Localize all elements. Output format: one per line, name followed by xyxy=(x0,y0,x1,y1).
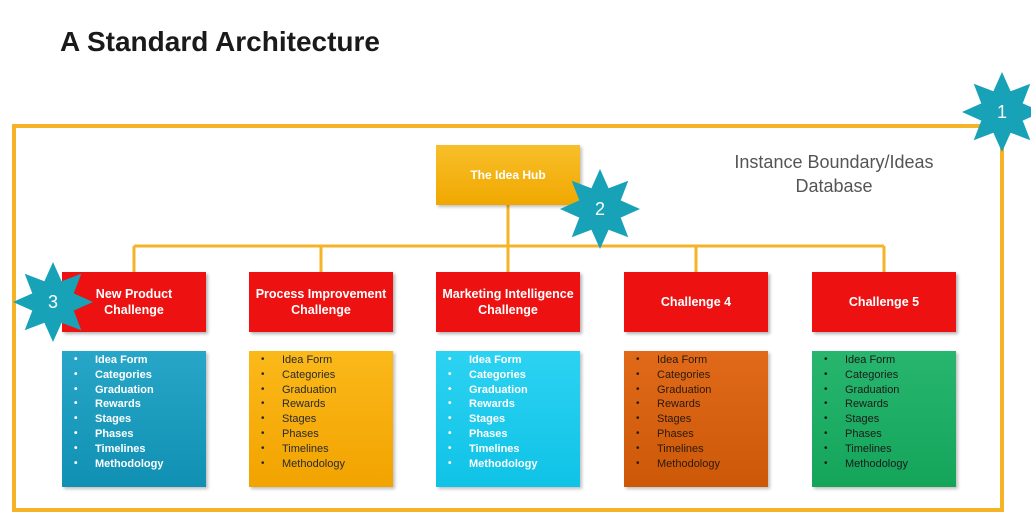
feature-item: Stages xyxy=(261,412,393,427)
feature-item: Methodology xyxy=(448,457,580,472)
badge-1: 1 xyxy=(962,72,1031,152)
boundary-label: Instance Boundary/Ideas Database xyxy=(734,152,934,196)
feature-item: Graduation xyxy=(74,383,206,398)
badge-3: 3 xyxy=(13,262,93,342)
feature-item: Idea Form xyxy=(74,353,206,368)
feature-item: Categories xyxy=(824,368,956,383)
challenge-box-new-product[interactable]: New Product Challenge xyxy=(62,272,206,332)
feature-list-process-improvement: Idea Form Categories Graduation Rewards … xyxy=(249,351,393,487)
feature-list-new-product: Idea Form Categories Graduation Rewards … xyxy=(62,351,206,487)
feature-item: Categories xyxy=(448,368,580,383)
feature-item: Graduation xyxy=(636,383,768,398)
feature-item: Rewards xyxy=(824,397,956,412)
feature-item: Stages xyxy=(824,412,956,427)
feature-item: Methodology xyxy=(74,457,206,472)
feature-item: Phases xyxy=(824,427,956,442)
feature-item: Stages xyxy=(74,412,206,427)
feature-item: Categories xyxy=(261,368,393,383)
challenge-box-marketing-intelligence[interactable]: Marketing Intelligence Challenge xyxy=(436,272,580,332)
feature-item: Phases xyxy=(448,427,580,442)
feature-item: Rewards xyxy=(74,397,206,412)
badge-number: 2 xyxy=(594,198,605,219)
instance-boundary xyxy=(12,124,1004,512)
feature-item: Timelines xyxy=(261,442,393,457)
feature-item: Graduation xyxy=(261,383,393,398)
feature-item: Idea Form xyxy=(448,353,580,368)
star-badge-icon xyxy=(13,262,93,342)
feature-item: Categories xyxy=(74,368,206,383)
feature-item: Graduation xyxy=(824,383,956,398)
challenge-box-4[interactable]: Challenge 4 xyxy=(624,272,768,332)
feature-item: Stages xyxy=(636,412,768,427)
feature-item: Phases xyxy=(261,427,393,442)
feature-item: Idea Form xyxy=(824,353,956,368)
badge-number: 3 xyxy=(47,291,58,312)
feature-item: Phases xyxy=(636,427,768,442)
idea-hub-box[interactable]: The Idea Hub xyxy=(436,145,580,205)
feature-item: Stages xyxy=(448,412,580,427)
feature-item: Rewards xyxy=(261,397,393,412)
feature-item: Rewards xyxy=(448,397,580,412)
feature-item: Idea Form xyxy=(636,353,768,368)
feature-item: Categories xyxy=(636,368,768,383)
feature-item: Timelines xyxy=(448,442,580,457)
challenge-box-5[interactable]: Challenge 5 xyxy=(812,272,956,332)
feature-item: Rewards xyxy=(636,397,768,412)
feature-list-challenge-4: Idea Form Categories Graduation Rewards … xyxy=(624,351,768,487)
feature-item: Timelines xyxy=(824,442,956,457)
feature-item: Timelines xyxy=(636,442,768,457)
star-badge-icon xyxy=(560,169,640,249)
feature-item: Methodology xyxy=(261,457,393,472)
feature-item: Methodology xyxy=(636,457,768,472)
star-badge-icon xyxy=(962,72,1031,152)
challenge-box-process-improvement[interactable]: Process Improvement Challenge xyxy=(249,272,393,332)
feature-item: Timelines xyxy=(74,442,206,457)
feature-item: Phases xyxy=(74,427,206,442)
page-title: A Standard Architecture xyxy=(60,26,380,57)
feature-item: Graduation xyxy=(448,383,580,398)
feature-item: Methodology xyxy=(824,457,956,472)
feature-list-challenge-5: Idea Form Categories Graduation Rewards … xyxy=(812,351,956,487)
badge-2: 2 xyxy=(560,169,640,249)
badge-number: 1 xyxy=(996,101,1007,122)
feature-list-marketing-intelligence: Idea Form Categories Graduation Rewards … xyxy=(436,351,580,487)
feature-item: Idea Form xyxy=(261,353,393,368)
